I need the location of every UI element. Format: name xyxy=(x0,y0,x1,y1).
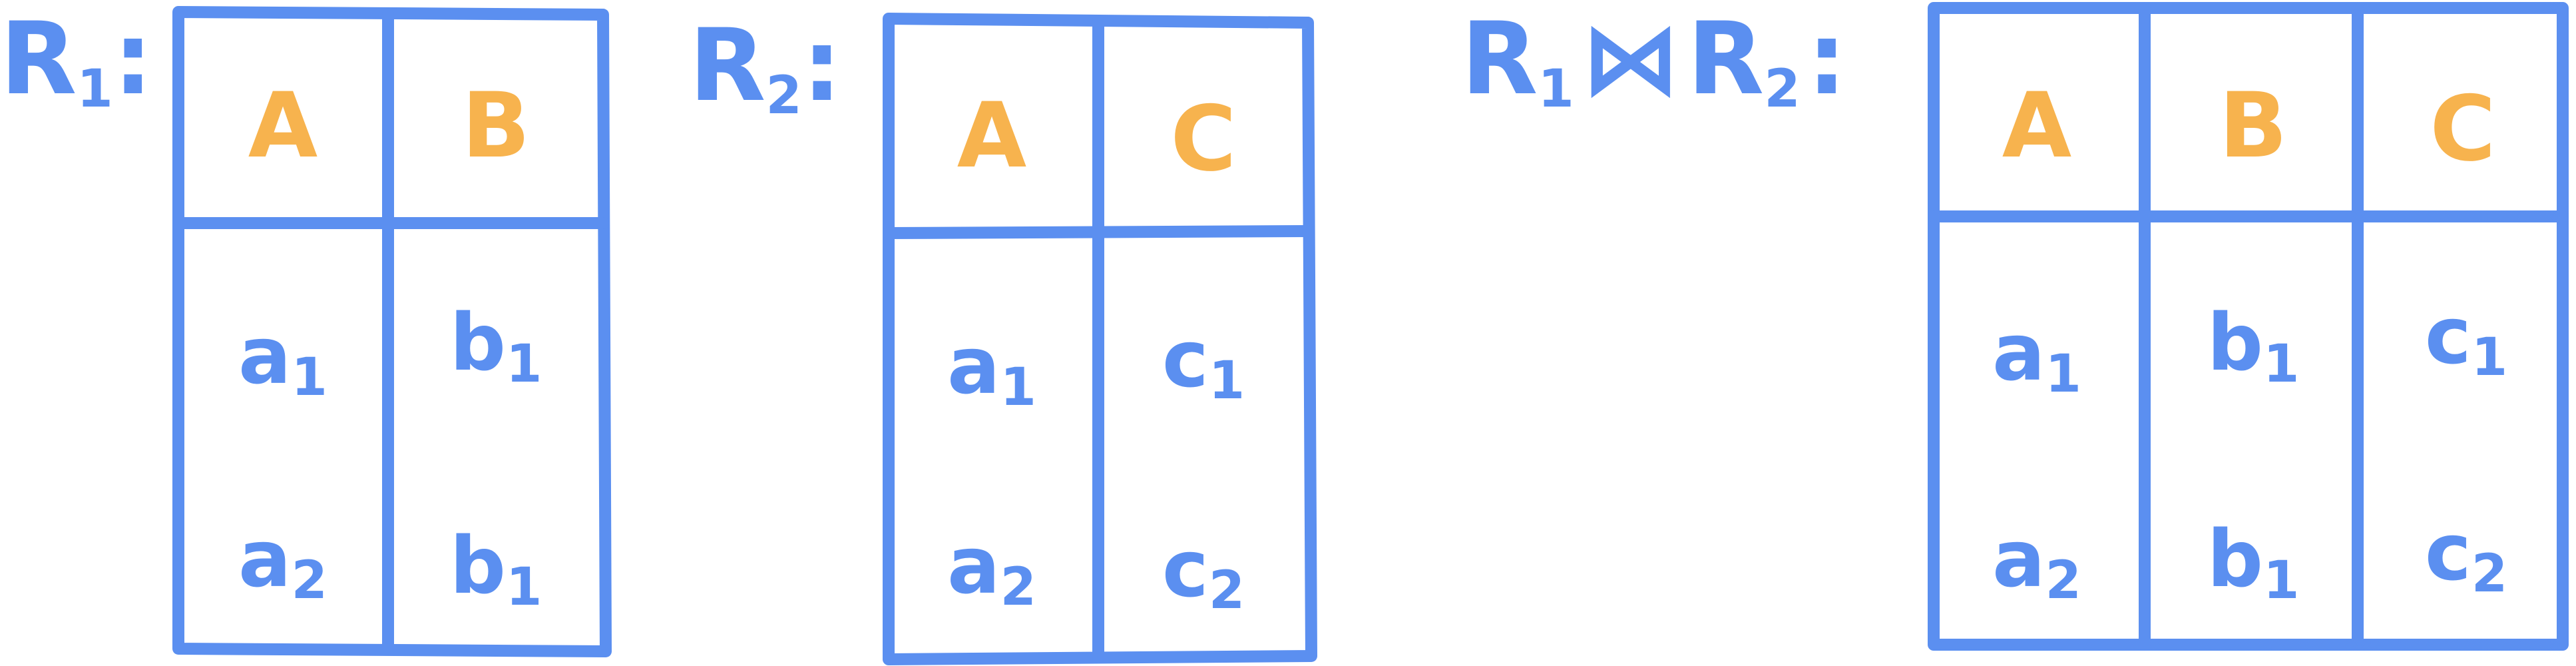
svg-text:R2:: R2: xyxy=(689,8,842,126)
r2-header-a: A xyxy=(957,83,1026,188)
r2-label-colon: : xyxy=(802,8,842,124)
r1-label-colon: : xyxy=(113,1,153,117)
join-cell-r2-b: b1 xyxy=(2207,513,2300,611)
join-header-c: C xyxy=(2430,77,2495,181)
r2-label-main: R xyxy=(689,8,766,124)
relation-r2-label: R2: xyxy=(689,8,842,126)
join-label-colon: : xyxy=(1807,1,1847,117)
r2-cell-r1-a: a1 xyxy=(947,320,1036,418)
r1-label-sub: 1 xyxy=(77,59,113,119)
join-cell-r2-a: a2 xyxy=(1992,513,2081,611)
join-operator-icon: ⋈ xyxy=(1581,1,1681,117)
r1-cell-r2-a: a2 xyxy=(238,513,327,611)
r1-label-main: R xyxy=(0,1,77,117)
join-label-r2: R xyxy=(1687,1,1765,117)
r2-header-c: C xyxy=(1170,87,1236,191)
relation-r2-table: A C a1 c1 a2 c2 xyxy=(883,13,1317,665)
join-cell-r2-c: c2 xyxy=(2425,506,2507,604)
join-label-sub2: 2 xyxy=(1764,59,1800,119)
r2-table-border xyxy=(883,13,1317,665)
relation-r1-label: R1: xyxy=(0,1,153,119)
relation-join-table: A B C a1 b1 c1 a2 b1 c2 xyxy=(1928,2,2569,651)
r1-header-a: A xyxy=(248,73,318,178)
r1-header-b: B xyxy=(462,73,531,178)
r1-cell-r1-a: a1 xyxy=(238,310,327,408)
join-label-sub1: 1 xyxy=(1538,59,1574,119)
join-cell-r1-a: a1 xyxy=(1992,306,2081,404)
svg-text:R1⋈R2:: R1⋈R2: xyxy=(1461,1,1847,119)
r2-cell-r2-c: c2 xyxy=(1162,523,1245,621)
r2-cell-r1-c: c1 xyxy=(1162,313,1245,411)
r2-label-sub: 2 xyxy=(766,66,802,126)
r2-cell-r2-a: a2 xyxy=(947,519,1036,617)
r1-cell-r1-b: b1 xyxy=(450,296,542,394)
relation-join-label: R1⋈R2: xyxy=(1461,1,1847,119)
relation-r1-table: A B a1 b1 a2 b1 xyxy=(172,6,612,657)
r1-cell-r2-b: b1 xyxy=(450,519,542,617)
join-cell-r1-c: c1 xyxy=(2425,290,2507,388)
join-label-r: R xyxy=(1461,1,1538,117)
join-header-b: B xyxy=(2219,73,2288,178)
join-header-a: A xyxy=(2002,73,2071,178)
r1-table-border xyxy=(172,6,612,657)
svg-text:R1:: R1: xyxy=(0,1,153,119)
join-cell-r1-b: b1 xyxy=(2207,296,2300,394)
